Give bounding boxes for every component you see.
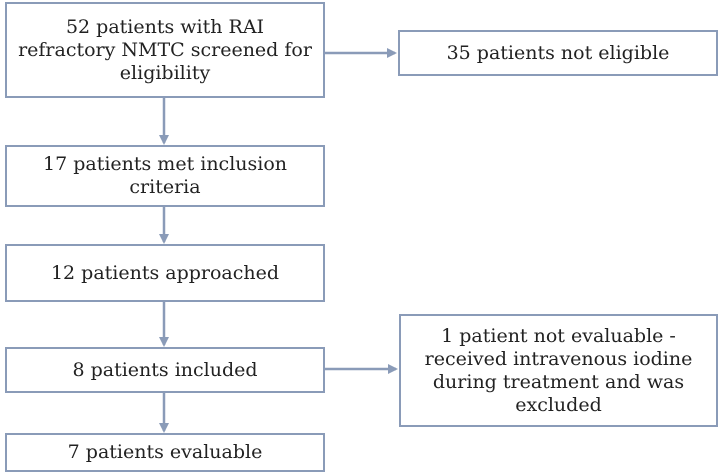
screened-label: 52 patients with RAI refractory NMTC scr… (18, 15, 312, 84)
included-label: 8 patients included (72, 358, 258, 381)
approached-box: 12 patients approached (5, 244, 325, 302)
screened-box: 52 patients with RAI refractory NMTC scr… (5, 2, 325, 98)
approached-label: 12 patients approached (50, 261, 280, 284)
not-eligible-label: 35 patients not eligible (446, 41, 670, 64)
not-evaluable-box: 1 patient not evaluable - received intra… (399, 314, 718, 427)
evaluable-box: 7 patients evaluable (5, 433, 325, 472)
not-eligible-box: 35 patients not eligible (398, 30, 718, 76)
included-box: 8 patients included (5, 347, 325, 393)
evaluable-label: 7 patients evaluable (67, 441, 263, 463)
met-inclusion-box: 17 patients met inclusion criteria (5, 145, 325, 207)
met-inclusion-label: 17 patients met inclusion criteria (42, 153, 288, 198)
not-evaluable-label: 1 patient not evaluable - received intra… (424, 324, 693, 416)
